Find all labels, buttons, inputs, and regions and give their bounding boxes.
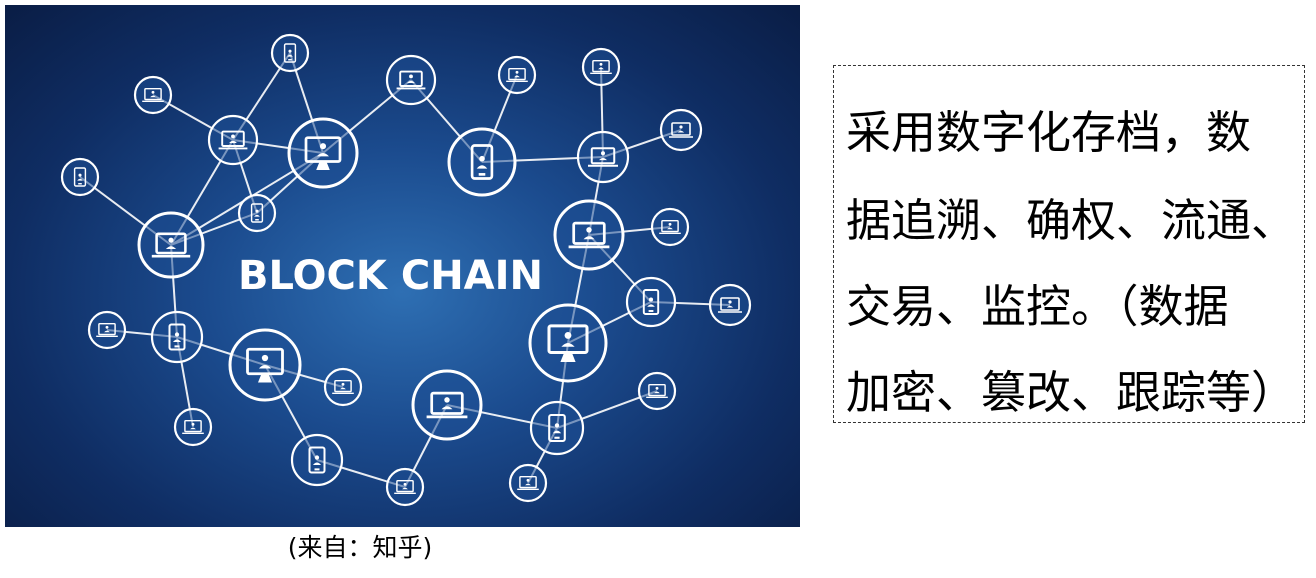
laptop-icon xyxy=(659,108,703,152)
laptop-icon xyxy=(553,199,625,271)
image-caption: (来自：知乎) xyxy=(287,533,433,562)
note-line-3: 交易、监控。（数据 xyxy=(846,280,1229,333)
tablet-icon xyxy=(447,127,517,197)
laptop-icon xyxy=(637,371,677,411)
laptop-icon xyxy=(411,369,483,441)
laptop-icon xyxy=(508,463,548,503)
tablet-icon xyxy=(529,400,585,456)
note-box: 采用数字化存档，数 据追溯、确权、流通、 交易、监控。（数据 加密、篡改、跟踪等… xyxy=(833,65,1305,423)
tablet-icon xyxy=(625,276,677,328)
laptop-icon xyxy=(650,207,690,247)
monitor-icon xyxy=(228,328,302,402)
tablet-icon xyxy=(270,33,310,73)
note-line-4: 加密、篡改、跟踪等） xyxy=(846,366,1297,419)
note-line-2: 据追溯、确权、流通、 xyxy=(846,194,1297,247)
blockchain-illustration: BLOCK CHAIN xyxy=(5,5,800,527)
figure-title: BLOCK CHAIN xyxy=(238,253,543,299)
laptop-icon xyxy=(708,283,752,327)
tablet-icon xyxy=(290,433,344,487)
monitor-icon xyxy=(287,117,359,189)
laptop-icon xyxy=(87,310,127,350)
tablet-icon xyxy=(60,157,100,197)
tablet-icon xyxy=(237,193,277,233)
laptop-icon xyxy=(323,367,363,407)
laptop-icon xyxy=(207,114,259,166)
monitor-icon xyxy=(528,303,608,383)
laptop-icon xyxy=(576,130,630,184)
blockchain-network-graphic xyxy=(60,33,752,507)
laptop-icon xyxy=(497,55,537,95)
laptop-icon xyxy=(133,75,173,115)
laptop-icon xyxy=(385,467,425,507)
tablet-icon xyxy=(150,310,204,364)
note-line-1: 采用数字化存档，数 xyxy=(846,106,1252,159)
laptop-icon xyxy=(581,47,621,87)
laptop-icon xyxy=(137,211,205,279)
laptop-icon xyxy=(385,54,437,106)
laptop-icon xyxy=(173,407,213,447)
